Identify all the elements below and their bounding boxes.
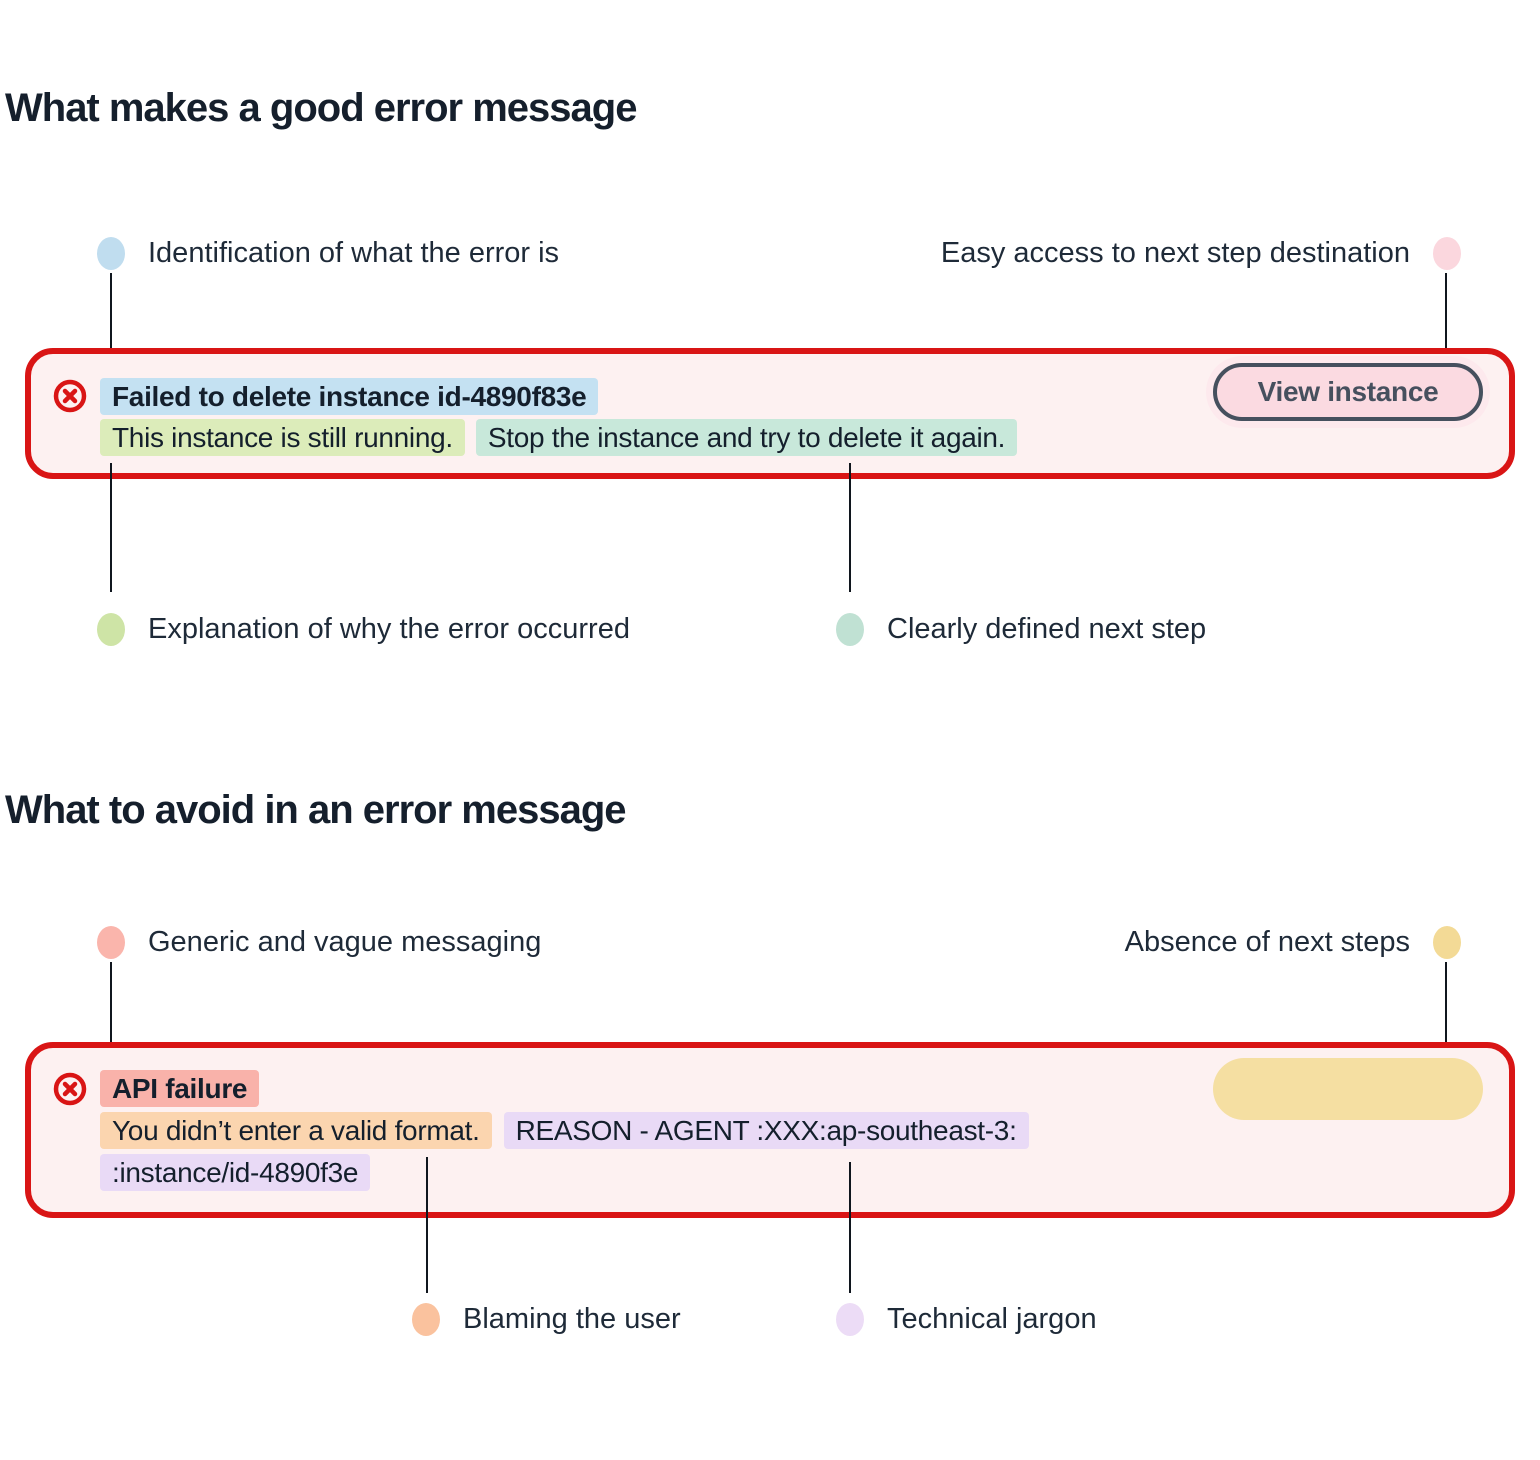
- alert-explanation-highlight: This instance is still running.: [100, 419, 465, 456]
- annotation-jargon: Technical jargon: [836, 1303, 1097, 1336]
- easy-access-dot-icon: [1433, 237, 1461, 270]
- good-section-title: What makes a good error message: [5, 86, 637, 130]
- annotation-explanation: Explanation of why the error occurred: [97, 613, 630, 646]
- blaming-dot-icon: [412, 1303, 440, 1336]
- easy-access-label: Easy access to next step destination: [940, 237, 1410, 269]
- missing-next-step-placeholder: [1213, 1058, 1483, 1120]
- error-icon: [53, 1072, 87, 1106]
- annotation-absence: Absence of next steps: [1125, 926, 1461, 959]
- annotation-next-step: Clearly defined next step: [836, 613, 1206, 646]
- connector-absence: [1445, 962, 1447, 1058]
- connector-explanation: [110, 463, 112, 592]
- alert-body-row: This instance is still running. Stop the…: [100, 419, 1018, 456]
- identification-dot-icon: [97, 237, 125, 270]
- absence-dot-icon: [1433, 926, 1461, 959]
- next-step-dot-icon: [836, 613, 864, 646]
- annotation-identification: Identification of what the error is: [97, 237, 559, 270]
- generic-label: Generic and vague messaging: [148, 926, 542, 958]
- annotation-blaming: Blaming the user: [412, 1303, 681, 1336]
- error-icon: [53, 379, 87, 413]
- blaming-label: Blaming the user: [463, 1303, 681, 1335]
- jargon-text-highlight-line2: :instance/id-4890f3e: [100, 1154, 371, 1191]
- avoid-body-row: You didn’t enter a valid format. REASON …: [100, 1112, 1029, 1149]
- jargon-dot-icon: [836, 1303, 864, 1336]
- blaming-text-highlight: You didn’t enter a valid format.: [100, 1112, 492, 1149]
- next-step-label: Clearly defined next step: [887, 613, 1207, 645]
- annotation-generic: Generic and vague messaging: [97, 926, 541, 959]
- absence-label: Absence of next steps: [1124, 926, 1410, 958]
- avoid-section-title: What to avoid in an error message: [5, 788, 626, 832]
- connector-identification: [110, 273, 112, 367]
- annotation-easy-access: Easy access to next step destination: [941, 237, 1461, 270]
- connector-blaming: [426, 1157, 428, 1293]
- identification-label: Identification of what the error is: [148, 237, 560, 269]
- connector-jargon: [849, 1162, 851, 1293]
- explanation-dot-icon: [97, 613, 125, 646]
- view-instance-button[interactable]: View instance: [1213, 363, 1483, 421]
- alert-title-highlight: Failed to delete instance id-4890f83e: [100, 378, 599, 415]
- connector-generic: [110, 962, 112, 1063]
- connector-easy-access: [1445, 273, 1447, 355]
- explanation-label: Explanation of why the error occurred: [148, 613, 630, 645]
- generic-dot-icon: [97, 926, 125, 959]
- jargon-text-highlight: REASON - AGENT :XXX:ap-southeast-3:: [503, 1112, 1029, 1149]
- connector-next-step: [849, 463, 851, 592]
- alert-next-step-highlight: Stop the instance and try to delete it a…: [475, 419, 1018, 456]
- jargon-label: Technical jargon: [887, 1303, 1097, 1335]
- vague-title-highlight: API failure: [100, 1070, 260, 1107]
